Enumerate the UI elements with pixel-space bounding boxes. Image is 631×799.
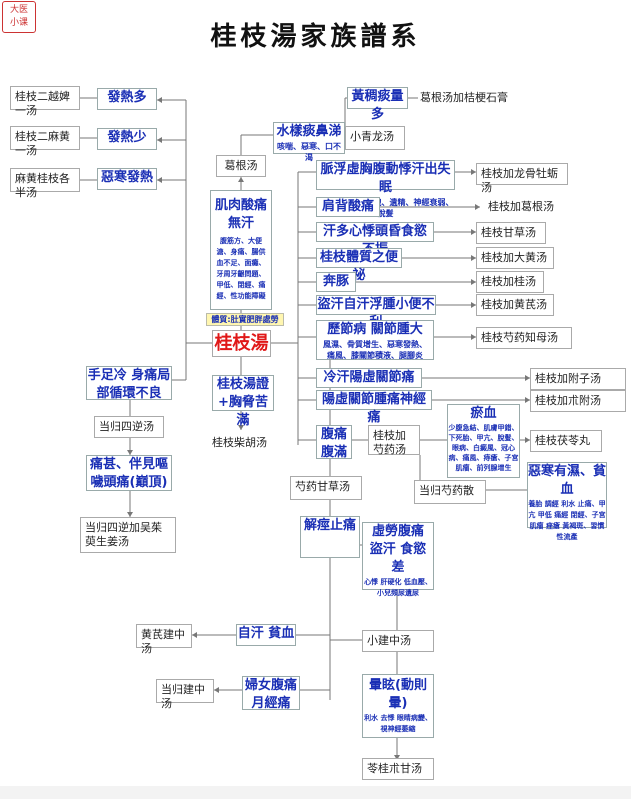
symptom-node: 盜汗自汗浮腫小便不利 [316,295,436,330]
formula-node: 桂枝加黄芪汤 [476,294,554,316]
symptom-node: 汗多心悸頭昏食慾不振 [316,222,434,257]
formula-node: 小建中汤 [362,630,434,652]
symptom-node: 腹痛腹滿 [316,425,352,460]
center-node: 桂枝湯 [212,330,271,357]
symptom-title: 惡寒有濕、貧血 [528,464,607,497]
formula-node: 当归四逆汤 [94,416,164,438]
symptom-node: 發熱多 [97,88,157,110]
symptom-node: 肩背酸痛 [316,197,380,217]
symptom-node: 桂枝湯證+胸脅苦滿 [212,375,274,428]
formula-node: 桂枝加朮附汤 [530,390,626,412]
symptom-node: 脈浮虛胸腹動悸汗出失眠 失精家、陽萎早洩、遺精、神經衰弱、脫髮 [316,160,455,218]
symptom-node: 歷節病 關節腫大 風濕、骨質增生、惡寒發熱、痛風、膝關節積液、腿腳炎 [316,320,434,360]
brand-logo: 大医 小课 [2,1,36,33]
symptom-node: 解痙止痛 [300,516,360,558]
symptom-node: 痛甚、伴見嘔噦頭痛(巔頂) [86,455,172,491]
logo-line-1: 大医 [9,5,28,15]
formula-node: 小青龙汤 [345,126,405,150]
formula-node: 桂枝甘草汤 [476,222,546,244]
formula-node: 麻黄桂枝各半汤 [10,168,80,199]
symptom-title: 瘀血 [470,406,497,421]
symptom-detail: 失精家、陽萎早洩、遺精、神經衰弱、脫髮 [317,198,454,218]
symptom-detail: 腹筋方、大便溏、身痛、腸供血不足、面癱、牙周牙齦問題、甲低、閉經、痛經、性功能障… [216,237,266,300]
symptom-title: 脈浮虛胸腹動悸汗出失眠 [320,162,451,195]
formula-node: 桂枝加龙骨牡蛎汤 [476,163,568,194]
formula-node: 葛根汤加桔梗石膏 [420,91,508,104]
symptom-node: 惡寒有濕、貧血 養胎 調經 利水 止痛、甲亢 甲低 痛經 閉經、子宮肌瘤 痤瘡 … [527,462,607,541]
symptom-node: 自汗 貧血 [236,624,296,646]
symptom-detail: 風濕、骨質增生、惡寒發熱、痛風、膝關節積液、腿腳炎 [323,340,427,360]
symptom-node: 奔豚 [316,272,356,292]
formula-node: 桂枝加附子汤 [530,368,626,390]
symptom-node: 冷汗陽虛關節痛 [316,368,422,388]
formula-node: 当归芍药散 [414,480,486,504]
symptom-title: 無汗 [227,216,254,231]
formula-node: 当归四逆加吴茱萸生姜汤 [80,517,176,553]
symptom-detail: 利水 去悸 眼睛病變、視神經萎縮 [364,714,432,733]
symptom-node: 陽虛關節腫痛神經痛 [316,390,432,425]
constitution-note: 體質:肚實肥胖處勞 [206,313,284,326]
symptom-node: 虛勞腹痛盜汗 食慾差 心悸 肝硬化 低血壓、小兒頻尿遺尿 [362,522,434,597]
symptom-node: 惡寒發熱 [97,168,157,190]
symptom-detail: 少腹急結、肌膚甲錯、下死胎、甲亢、脫髮、眼病、白癜風、冠心病、痛風、痔瘡、子宮肌… [448,424,519,472]
symptom-node: 水樣痰鼻涕 咳喘、惡寒、口不渴 [273,122,345,162]
symptom-node: 暈眩(動則暈) 利水 去悸 眼睛病變、視神經萎縮 [362,674,434,738]
formula-node: 桂枝柴胡汤 [212,436,267,449]
logo-line-2: 小课 [9,18,28,28]
symptom-title: 歷節病 關節腫大 [327,322,423,337]
formula-node: 黄芪建中汤 [136,624,192,655]
formula-node: 桂枝二麻黄一汤 [10,126,80,157]
symptom-detail: 心悸 肝硬化 低血壓、小兒頻尿遺尿 [364,578,432,597]
formula-node: 芍药甘草汤 [290,476,362,500]
symptom-node: 肌肉酸痛 無汗 腹筋方、大便溏、身痛、腸供血不足、面癱、牙周牙齦問題、甲低、閉經… [210,190,272,310]
symptom-detail: 養胎 調經 利水 止痛、甲亢 甲低 痛經 閉經、子宮肌瘤 痤瘡 黃褐斑、習慣性流… [528,500,606,541]
symptom-title: 水樣痰鼻涕 [276,124,342,139]
symptom-node: 瘀血 少腹急結、肌膚甲錯、下死胎、甲亢、脫髮、眼病、白癜風、冠心病、痛風、痔瘡、… [447,404,520,478]
symptom-detail: 咳喘、惡寒、口不渴 [277,142,341,162]
formula-node: 桂枝芍药知母汤 [476,327,572,349]
formula-node: 桂枝加葛根汤 [488,200,554,213]
formula-node: 桂枝二越婢一汤 [10,86,80,117]
symptom-title: 暈眩(動則暈) [369,678,427,711]
symptom-title: 虛勞腹痛盜汗 食慾差 [369,524,427,575]
symptom-node: 發熱少 [97,128,157,150]
symptom-node: 婦女腹痛月經痛 [242,676,300,711]
formula-node: 苓桂朮甘汤 [362,758,434,780]
symptom-node: 桂枝體質之便祕 [316,248,402,283]
bottom-bar [0,786,631,799]
formula-node: 当归建中汤 [156,679,214,710]
symptom-title: 肌肉酸痛 [214,198,267,213]
formula-node: 葛根汤 [216,155,266,177]
formula-node: 桂枝加大黄汤 [476,247,554,269]
formula-node: 桂枝茯苓丸 [530,430,602,452]
symptom-node: 手足冷 身痛局部循環不良 [86,366,172,401]
formula-node: 桂枝加芍药汤 [368,425,420,456]
formula-node: 桂枝加桂汤 [476,271,544,293]
symptom-node: 黃稠痰量多 [347,87,408,122]
page-title: 桂枝湯家族譜系 [210,22,421,52]
